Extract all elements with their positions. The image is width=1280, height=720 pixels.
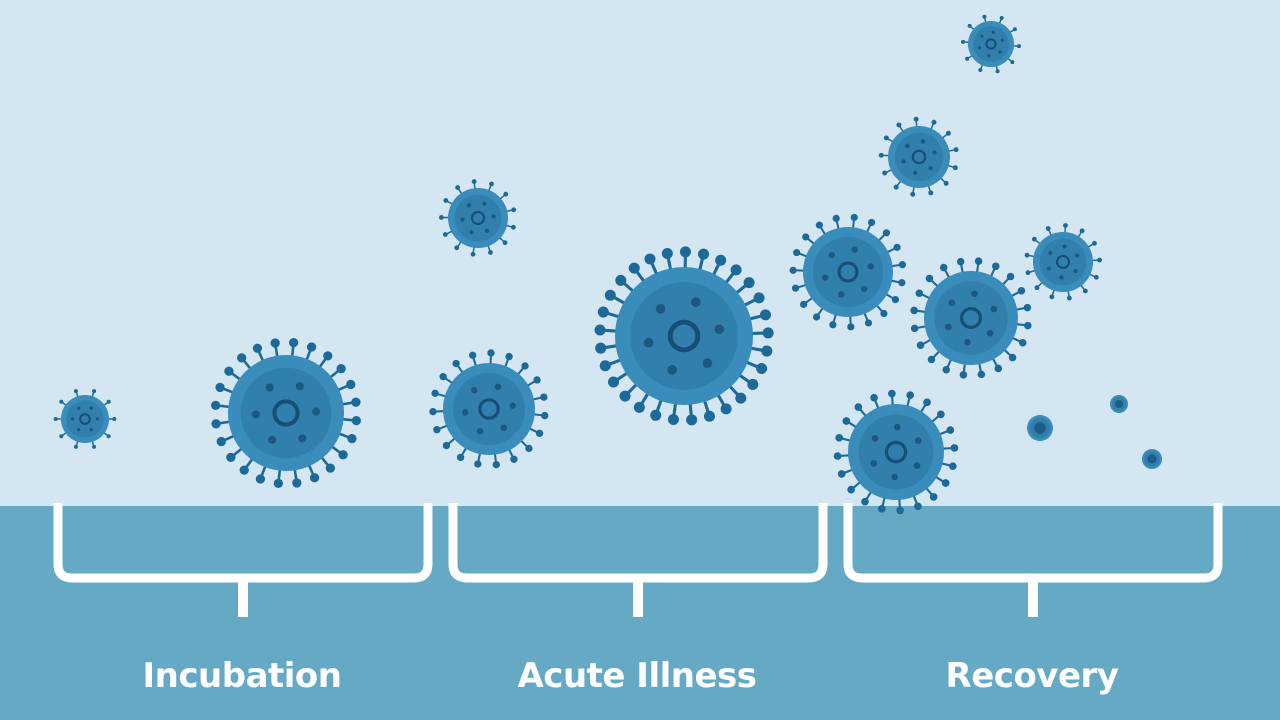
virus-icon	[878, 116, 959, 197]
virus-icon	[53, 389, 117, 449]
virus-icon	[789, 213, 907, 331]
virus-group	[53, 14, 1162, 515]
virus-icon	[961, 14, 1021, 74]
virus-icon	[910, 257, 1032, 379]
virus-icon	[833, 389, 959, 515]
virus-icon	[439, 179, 517, 257]
virus-icon	[1142, 449, 1162, 469]
virus-icon	[429, 349, 549, 469]
virus-icon	[594, 246, 774, 426]
virus-icon	[1110, 395, 1128, 413]
virus-icon	[211, 338, 361, 488]
stage-brackets	[53, 503, 1223, 617]
virus-icon	[1024, 223, 1102, 301]
virus-icon	[1027, 415, 1053, 441]
